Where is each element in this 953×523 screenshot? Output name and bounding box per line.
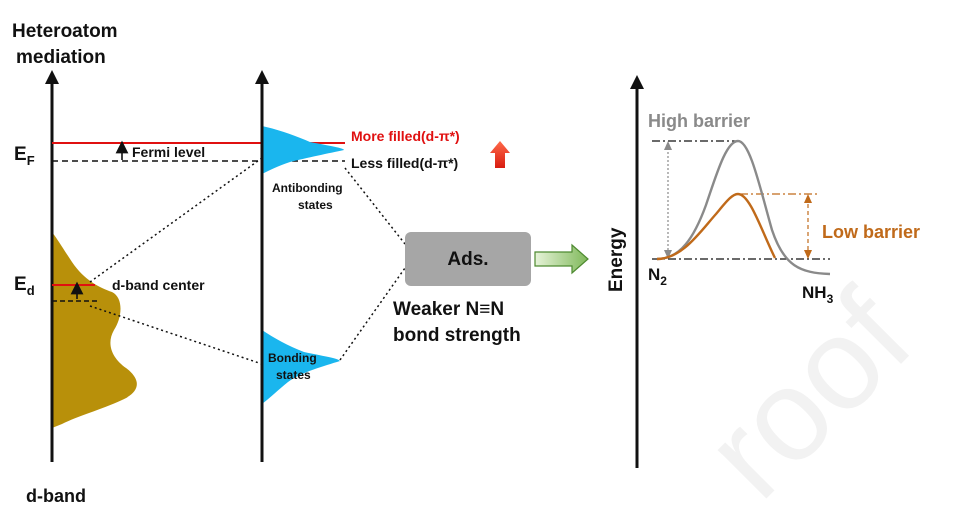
bonding-states-fill [262, 330, 340, 404]
heteroatom-label: Heteroatom [12, 21, 118, 42]
connector-bonding-ads [339, 267, 406, 361]
energy-axis-label: Energy [606, 227, 627, 292]
green-arrow-icon [534, 243, 589, 275]
antibonding-states-fill [262, 126, 344, 174]
weaker-bond-line2: bond strength [393, 325, 521, 346]
more-filled-label: More filled(d-π*) [351, 128, 460, 144]
nh3-label: NH3 [802, 283, 834, 306]
low-barrier-arrowhead-bottom [804, 250, 812, 259]
high-barrier-curve [656, 139, 831, 276]
antibonding-label-line2: states [298, 198, 333, 212]
less-filled-label: Less filled(d-π*) [351, 155, 458, 171]
ads-box [405, 232, 531, 286]
low-barrier-label: Low barrier [822, 222, 920, 242]
connector-lower-dotted [89, 305, 263, 365]
increase-arrow-icon [490, 141, 510, 168]
dband-axis-arrowhead [45, 70, 59, 84]
high-barrier-arrowhead-top [664, 141, 672, 150]
bonding-label-line2: states [276, 368, 311, 382]
connector-antibonding-ads [344, 167, 406, 245]
antibonding-label-line1: Antibonding [272, 181, 343, 195]
dband-center-label: d-band center [112, 277, 205, 293]
low-barrier-arrowhead-top [804, 194, 812, 203]
energy-axis-arrowhead [630, 75, 644, 89]
ed-label: Ed [14, 274, 35, 298]
connector-upper-dotted [89, 157, 263, 283]
bonding-label-line1: Bonding [268, 351, 317, 365]
dband-label: d-band [26, 486, 86, 506]
high-barrier-label: High barrier [648, 111, 750, 131]
high-barrier-arrowhead-bottom [664, 250, 672, 259]
ads-label: Ads. [447, 249, 488, 270]
ef-label: EF [14, 144, 35, 168]
n2-label: N2 [648, 265, 667, 288]
low-barrier-curve [656, 192, 777, 261]
weaker-bond-line1: Weaker N≡N [393, 299, 504, 320]
dband-density-fill [52, 232, 137, 428]
states-axis-arrowhead [255, 70, 269, 84]
mediation-label: mediation [16, 47, 106, 68]
fermi-level-label: Fermi level [132, 144, 205, 160]
